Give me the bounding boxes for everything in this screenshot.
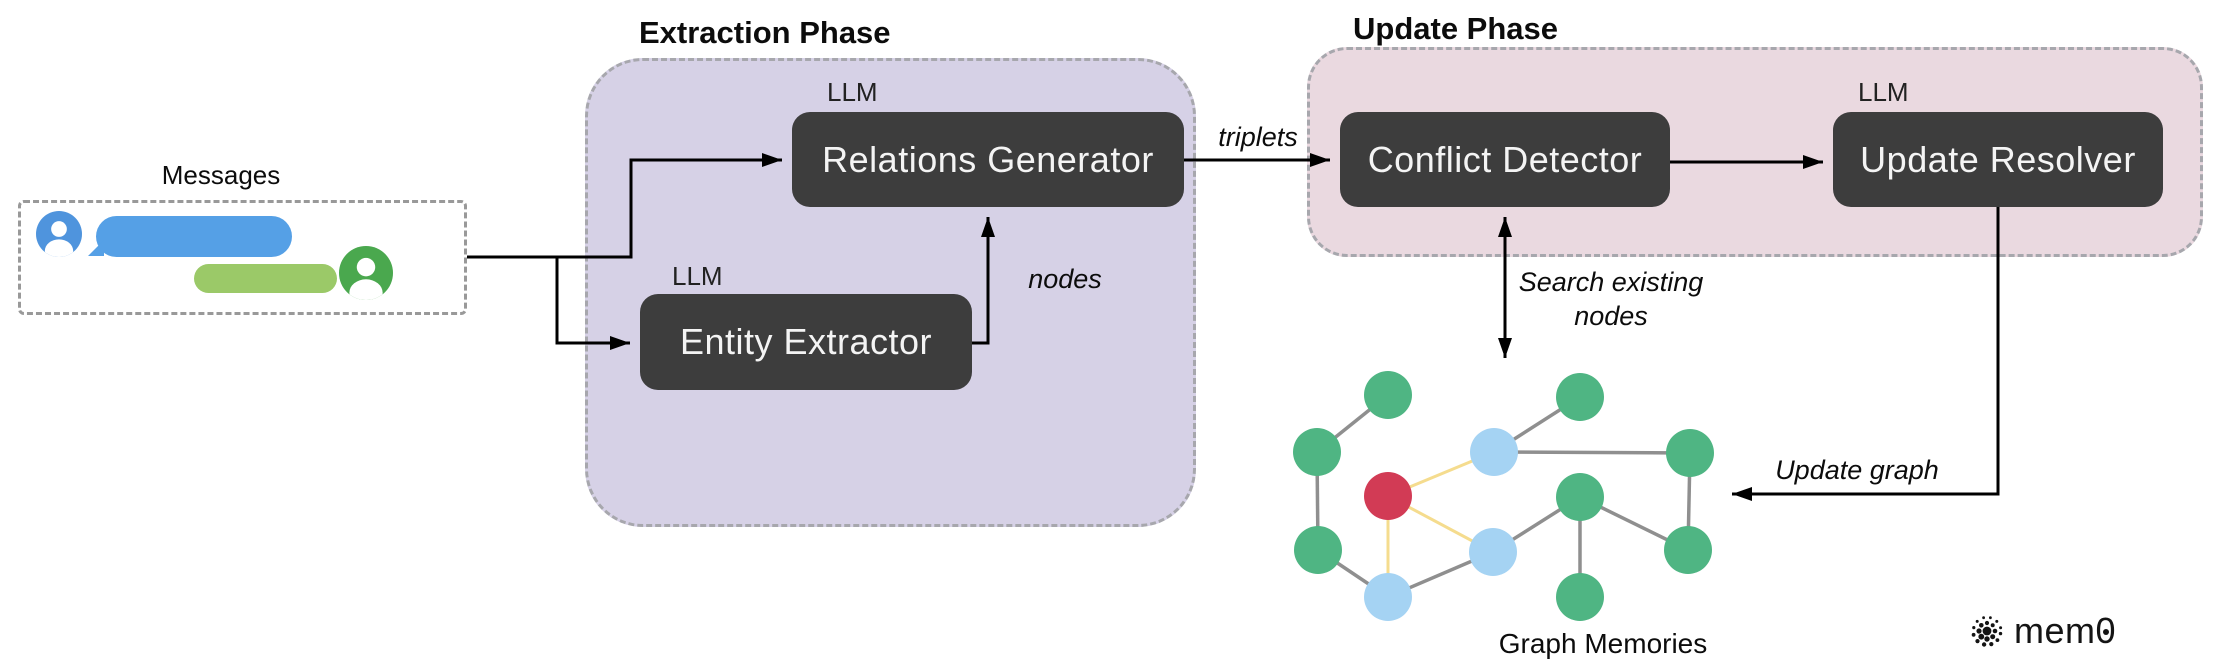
arrow-messages-to-relations-generator (467, 153, 782, 259)
llm-tag-relations-generator: LLM (827, 77, 878, 107)
graph-node-green (1364, 371, 1412, 419)
messages-label: Messages (161, 160, 281, 190)
graph-node-green (1293, 428, 1341, 476)
llm-tag-update-resolver: LLM (1858, 77, 1909, 107)
update-graph-label: Update graph (1775, 455, 1939, 485)
mem0-logo-text-mem: mem (2014, 610, 2096, 651)
graph-memories-nodes (1293, 371, 1714, 621)
graph-node-green (1556, 373, 1604, 421)
conflict-detector-box: Conflict Detector (1340, 112, 1670, 207)
chat-bubble-blue (96, 216, 292, 257)
graph-node-green (1556, 573, 1604, 621)
entity-extractor-box: Entity Extractor (640, 294, 972, 390)
graph-node-blue (1469, 528, 1517, 576)
user-avatar-icon (36, 211, 82, 262)
graph-edge (1493, 450, 1691, 455)
arrow-entity-extractor-to-relations-generator (972, 217, 995, 345)
graph-node-green (1556, 473, 1604, 521)
arrow-messages-to-entity-extractor (555, 257, 630, 350)
mem0-logo-text: mem0 (2014, 610, 2116, 652)
search-existing-label-line2: nodes (1574, 301, 1648, 331)
mem0-logo-text-zero: 0 (2095, 610, 2117, 651)
chat-bubble-green (194, 264, 337, 293)
graph-node-red (1364, 472, 1412, 520)
graph-node-green (1666, 429, 1714, 477)
graph-memories-label: Graph Memories (1498, 628, 1708, 659)
extraction-phase-title: Extraction Phase (639, 15, 891, 50)
graph-node-green (1664, 526, 1712, 574)
graph-node-green (1294, 526, 1342, 574)
graph-node-blue (1470, 428, 1518, 476)
assistant-avatar-icon (339, 246, 393, 305)
mem0-logo: mem0 (1968, 610, 2116, 652)
arrow-update-resolver-to-graph (1732, 207, 2000, 501)
nodes-label: nodes (1028, 264, 1102, 294)
search-existing-label-line1: Search existing (1518, 267, 1704, 297)
update-resolver-box: Update Resolver (1833, 112, 2163, 207)
relations-generator-box: Relations Generator (792, 112, 1184, 207)
llm-tag-entity-extractor: LLM (672, 261, 723, 291)
update-phase-title: Update Phase (1353, 11, 1559, 46)
mem0-logo-icon (1971, 616, 2003, 647)
messages-box (18, 200, 467, 315)
triplets-label: triplets (1218, 122, 1298, 152)
graph-node-blue (1364, 573, 1412, 621)
